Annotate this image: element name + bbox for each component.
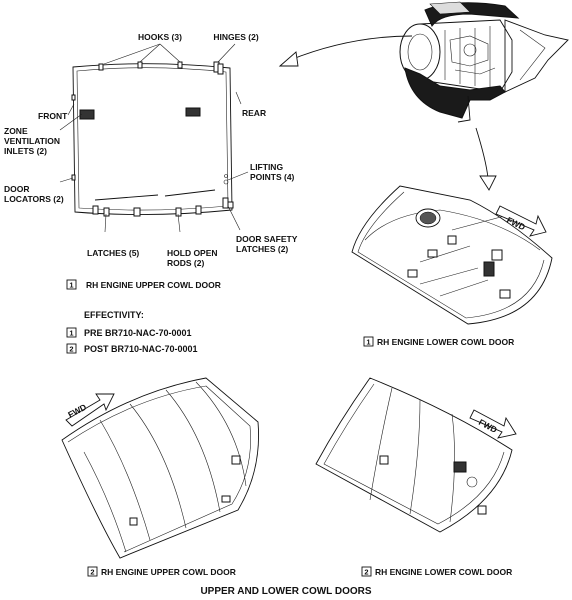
effectivity-item-2-number: 2 <box>69 345 73 354</box>
effectivity-item-1-number: 1 <box>69 329 73 338</box>
caption-2-number: 1 <box>366 338 370 347</box>
zone-ventilation-label-line3: INLETS (2) <box>4 146 47 156</box>
lower-door-callout-arrow <box>475 127 497 191</box>
upper-door-leader-lines <box>59 43 249 233</box>
caption-2-text: RH ENGINE LOWER COWL DOOR <box>377 337 514 347</box>
fwd-arrow-3: FWD <box>469 409 517 439</box>
door-locators-label-line1: DOOR <box>4 184 30 194</box>
fwd-arrow-2: FWD <box>65 393 115 427</box>
lifting-points-label-line2: POINTS (4) <box>250 172 295 182</box>
effectivity-box-1 <box>66 279 77 290</box>
caption-upper-door-pre: 1 RH ENGINE UPPER COWL DOOR <box>66 279 221 290</box>
upper-cowl-door-flat <box>71 61 234 217</box>
zone-ventilation-label-line1: ZONE <box>4 126 28 136</box>
caption-upper-door-post: 2 RH ENGINE UPPER COWL DOOR <box>87 566 236 577</box>
caption-4-number: 2 <box>364 568 368 577</box>
diagram-title: UPPER AND LOWER COWL DOORS <box>200 586 371 597</box>
lower-cowl-door-post <box>315 377 513 533</box>
caption-lower-door-post: 2 RH ENGINE LOWER COWL DOOR <box>361 566 512 577</box>
door-locators-label-line2: LOCATORS (2) <box>4 194 64 204</box>
upper-cowl-door-post <box>61 377 259 559</box>
effectivity-item-2-text: POST BR710-NAC-70-0001 <box>84 344 198 354</box>
caption-1-text: RH ENGINE UPPER COWL DOOR <box>86 280 221 290</box>
effectivity-box-2 <box>87 566 98 577</box>
caption-1-number: 1 <box>69 281 73 290</box>
door-safety-latches-label-line2: LATCHES (2) <box>236 244 288 254</box>
caption-3-text: RH ENGINE UPPER COWL DOOR <box>101 567 236 577</box>
caption-3-number: 2 <box>90 568 94 577</box>
latches-label: LATCHES (5) <box>87 248 139 258</box>
hold-open-rods-label-line1: HOLD OPEN <box>167 248 218 258</box>
effectivity-heading: EFFECTIVITY: <box>84 310 144 320</box>
effectivity-box-2 <box>361 566 372 577</box>
lower-cowl-door-pre <box>351 185 553 325</box>
fwd-label-3: FWD <box>477 417 499 435</box>
effectivity-box-1 <box>66 327 77 338</box>
hooks-label: HOOKS (3) <box>138 32 182 42</box>
effectivity-block: EFFECTIVITY: 1 PRE BR710-NAC-70-0001 2 P… <box>66 310 198 354</box>
hold-open-rods-label-line2: RODS (2) <box>167 258 204 268</box>
upper-door-callout-arrow <box>278 35 413 67</box>
zone-ventilation-label-line2: VENTILATION <box>4 136 60 146</box>
door-safety-latches-label-line1: DOOR SAFETY <box>236 234 298 244</box>
rear-label: REAR <box>242 108 266 118</box>
front-label: FRONT <box>38 111 68 121</box>
hinges-label: HINGES (2) <box>213 32 259 42</box>
caption-4-text: RH ENGINE LOWER COWL DOOR <box>375 567 512 577</box>
fwd-arrow-1: FWD <box>495 205 547 237</box>
engine-nacelle-illustration <box>399 1 569 123</box>
effectivity-box-1 <box>363 336 374 347</box>
caption-lower-door-pre: 1 RH ENGINE LOWER COWL DOOR <box>363 336 514 347</box>
effectivity-box-2 <box>66 343 77 354</box>
lifting-points-label-line1: LIFTING <box>250 162 283 172</box>
effectivity-item-1-text: PRE BR710-NAC-70-0001 <box>84 328 192 338</box>
